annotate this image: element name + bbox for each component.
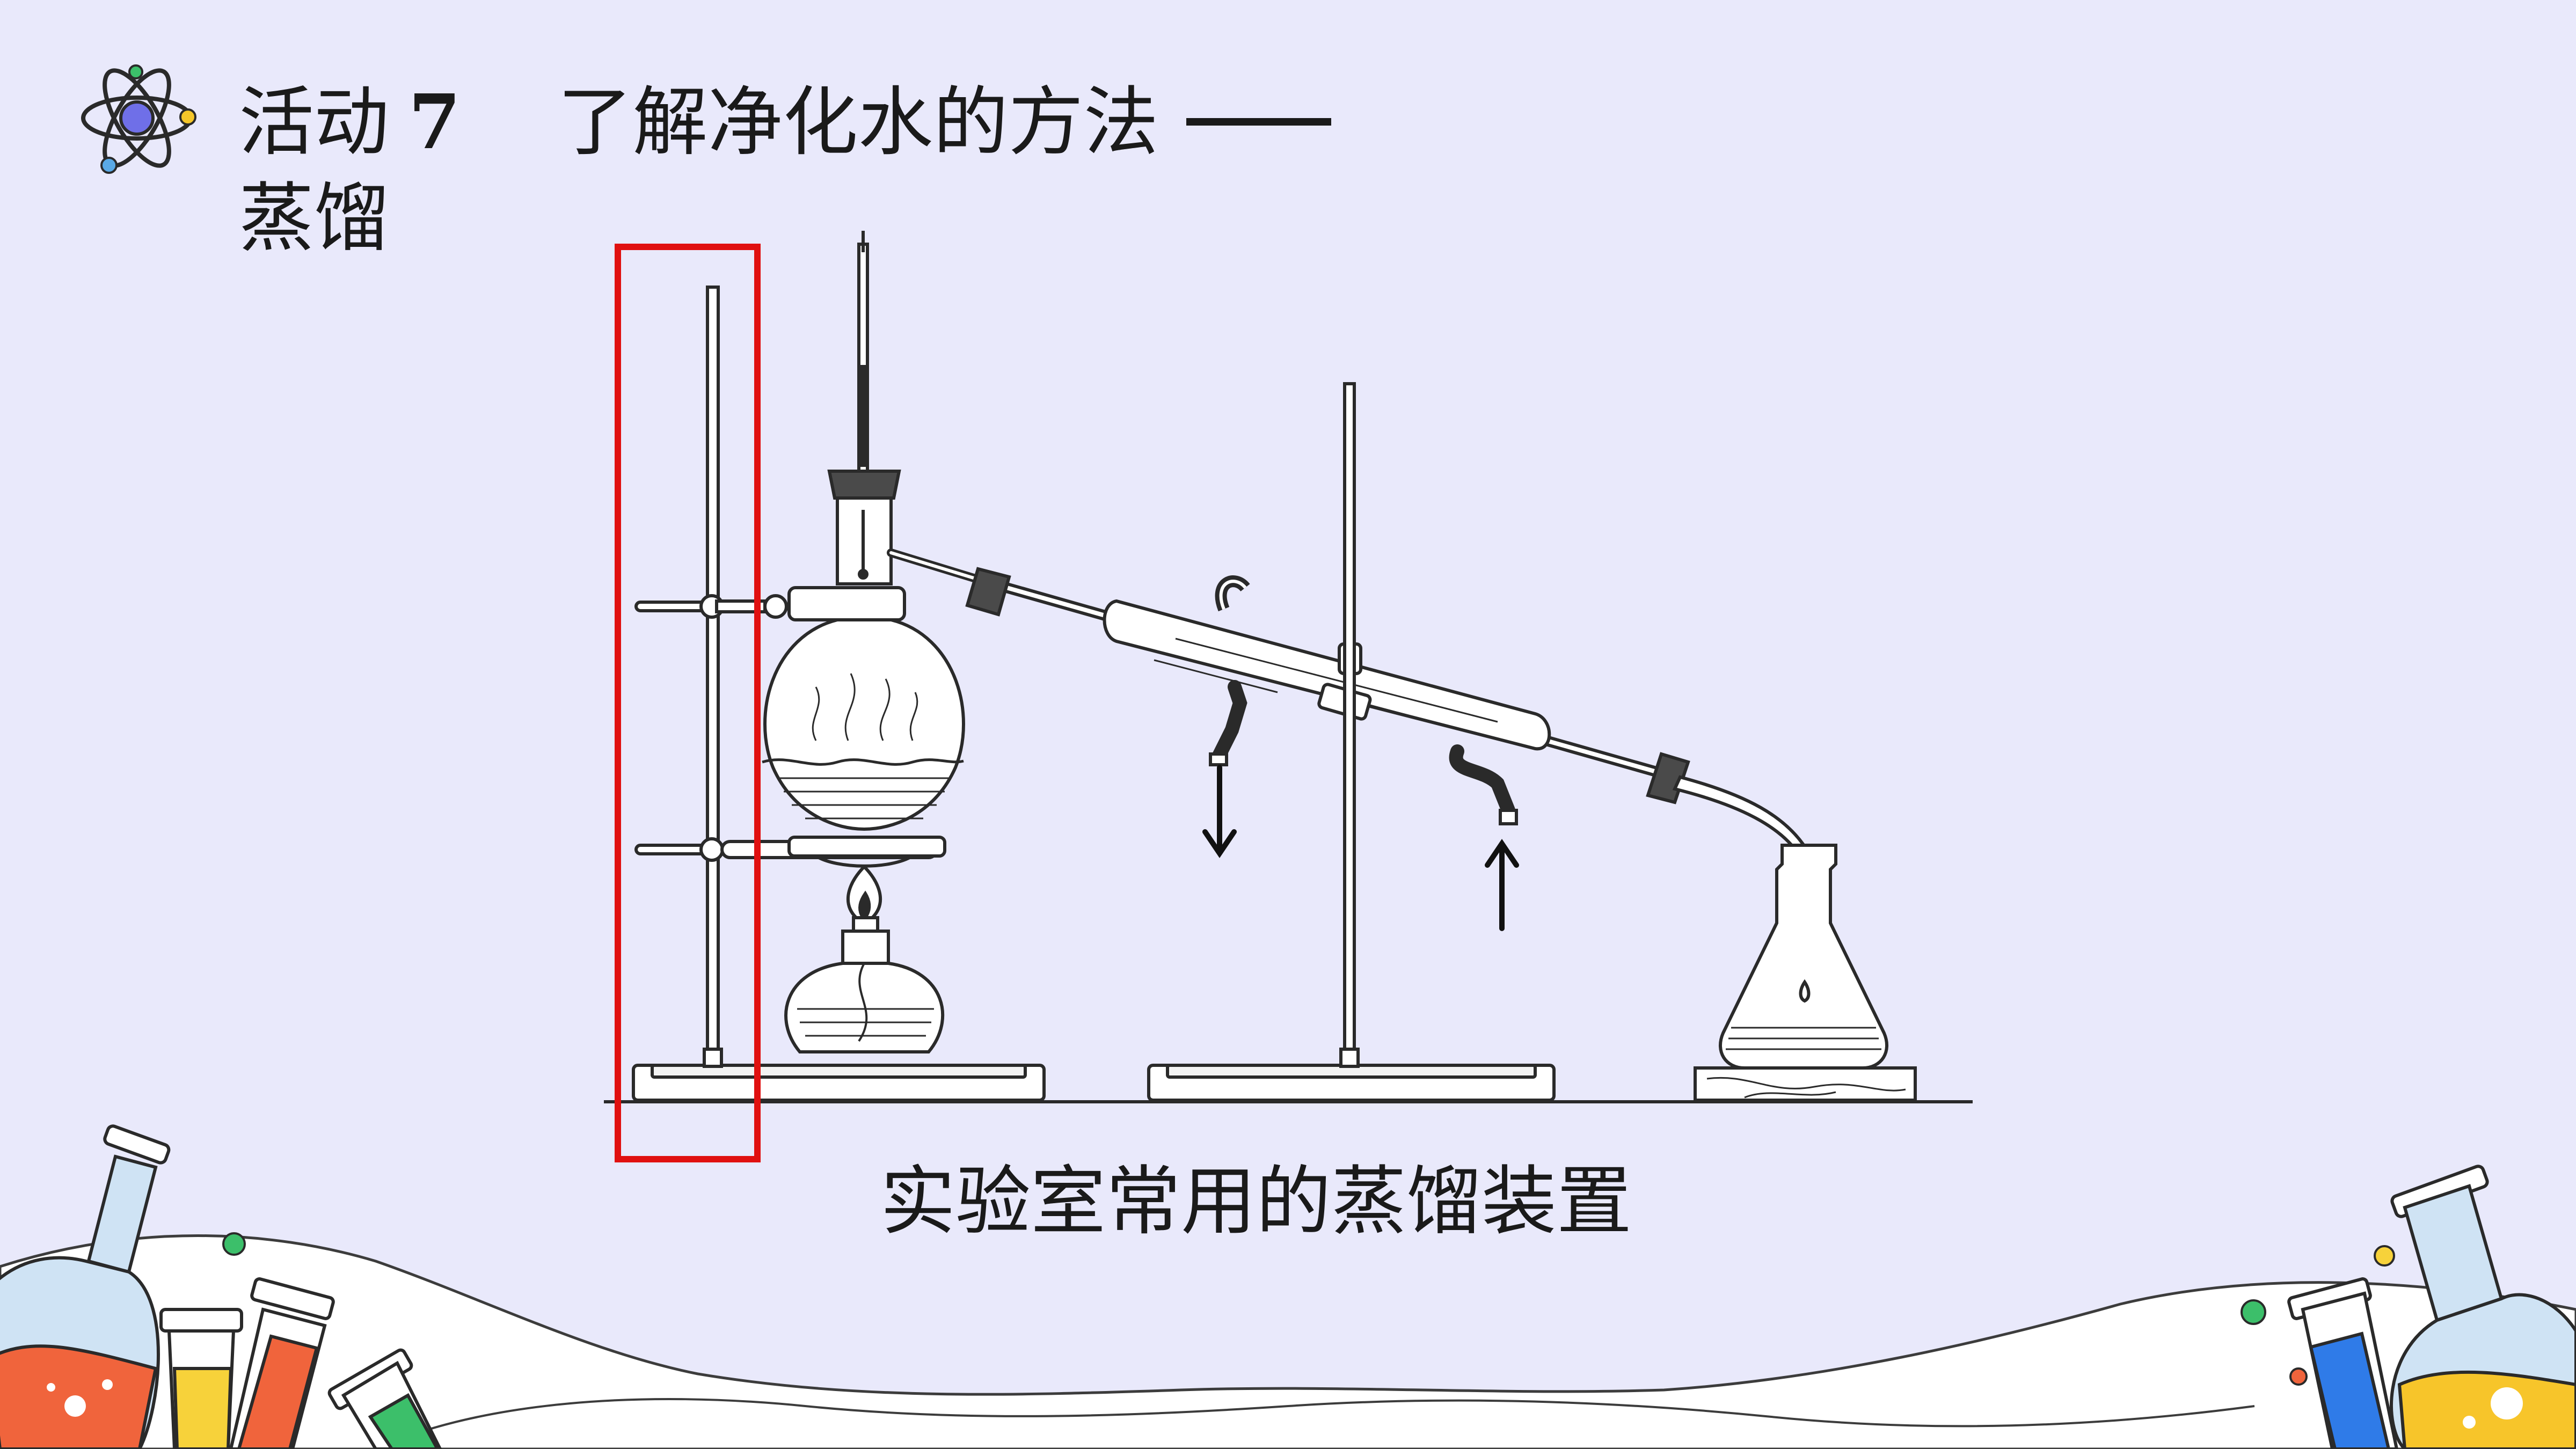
arrow-down-icon bbox=[1202, 765, 1237, 858]
conical-flask bbox=[1694, 844, 1917, 1102]
arrow-up-icon bbox=[1485, 839, 1519, 931]
activity-number: 7 bbox=[408, 78, 461, 166]
iron-stand-left bbox=[632, 286, 1046, 1102]
bottom-hills bbox=[0, 1234, 2576, 1449]
decor-dot bbox=[2374, 1245, 2395, 1267]
decor-dot bbox=[222, 1232, 246, 1256]
distillation-flask bbox=[762, 231, 992, 831]
decor-dot bbox=[2241, 1299, 2266, 1325]
flask-icon bbox=[2390, 1165, 2576, 1449]
test-tube-icon bbox=[159, 1277, 442, 1449]
activity-label: 活动 bbox=[239, 79, 390, 166]
title-dash bbox=[1186, 118, 1331, 126]
title-text: 了解净化水的方法 bbox=[557, 79, 1159, 166]
flask-icon bbox=[0, 1124, 171, 1449]
page-subtitle: 蒸馏 bbox=[239, 175, 390, 262]
condenser bbox=[965, 567, 1812, 860]
figure-caption: 实验室常用的蒸馏装置 bbox=[880, 1158, 1632, 1246]
alcohol-burner bbox=[784, 836, 946, 1053]
highlight-iron-stand bbox=[615, 244, 761, 1162]
atom-icon bbox=[81, 64, 196, 174]
decor-dot bbox=[2289, 1367, 2308, 1386]
test-tube-icon bbox=[2287, 1277, 2399, 1449]
iron-stand-middle bbox=[1147, 382, 1556, 1102]
